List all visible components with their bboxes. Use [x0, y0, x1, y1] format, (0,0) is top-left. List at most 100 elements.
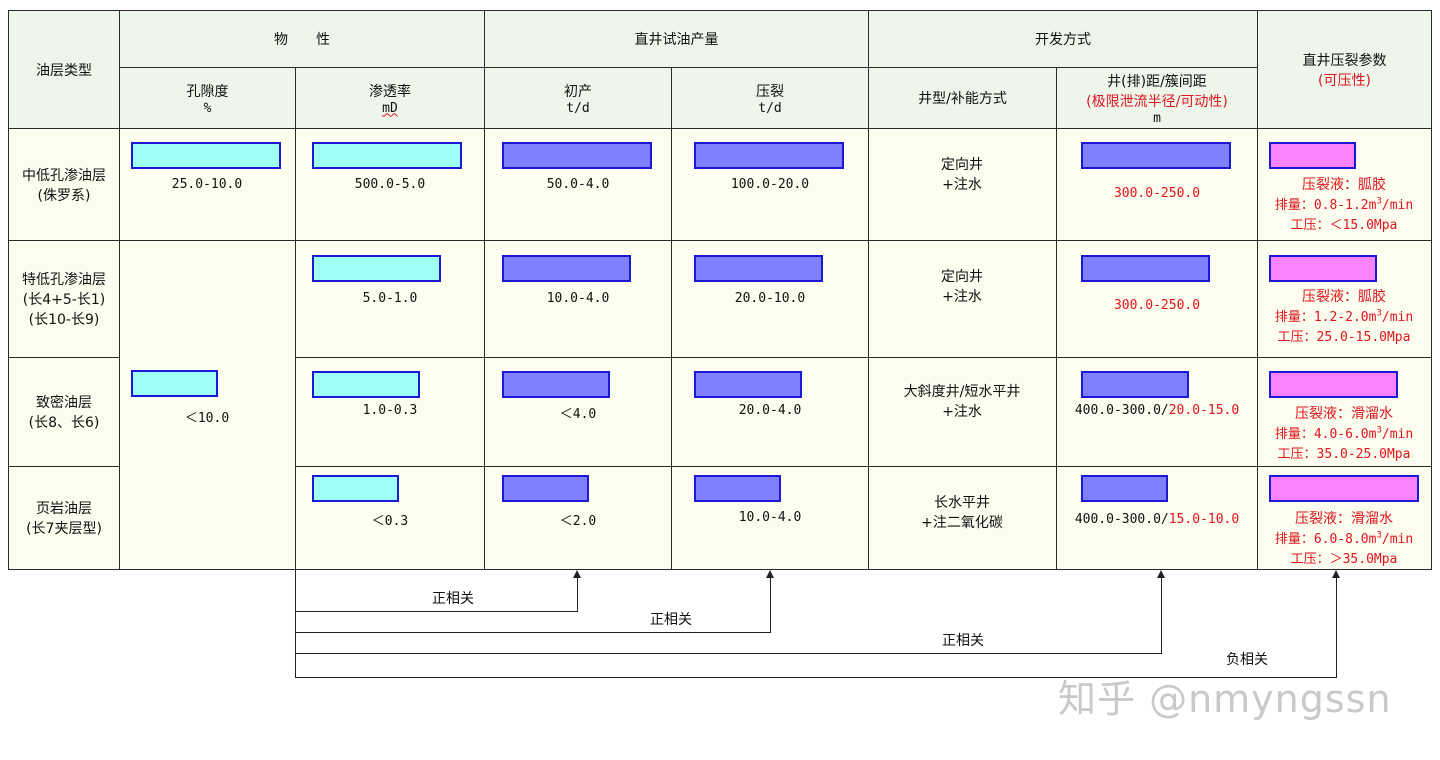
- fractured-production-bar: [694, 371, 802, 398]
- correlation-label: 正相关: [650, 612, 692, 628]
- header-spacing-sub: (极限泄流半径/可动性): [1086, 93, 1228, 110]
- header-permeability-unit: mD: [382, 100, 398, 116]
- permeability-bar: [312, 371, 420, 398]
- permeability-value: 500.0-5.0: [354, 177, 426, 192]
- frac-pressure: 工压：35.0-25.0Mpa: [1277, 447, 1411, 462]
- frac-rate-main: 排量：1.2-2.0m: [1274, 310, 1377, 325]
- frac-fluid: 压裂液：滑溜水: [1295, 511, 1393, 527]
- initial-production-value: 50.0-4.0: [546, 177, 610, 192]
- well-type-line1: 定向井: [941, 269, 983, 285]
- oil-type-cell: 特低孔渗油层 (长4+5-长1) (长10-长9): [8, 240, 120, 358]
- frac-rate: 排量：6.0-8.0m3/min: [1275, 528, 1413, 547]
- arrow-stem-fractured: [770, 574, 771, 633]
- oil-type-line2: (侏罗系): [37, 187, 91, 204]
- initial-production-value: ＜4.0: [559, 407, 597, 422]
- arrow-line-frac: [295, 677, 1337, 678]
- well-cell: [868, 466, 1057, 570]
- spacing-value-black: 400.0-300.0/: [1074, 403, 1169, 418]
- oil-type-cell: 中低孔渗油层 (侏罗系): [8, 128, 120, 241]
- spacing-bar: [1081, 142, 1231, 169]
- spacing-value: 300.0-250.0: [1114, 186, 1200, 201]
- porosity-value: 25.0-10.0: [171, 177, 243, 192]
- header-spacing: 井(排)距/簇间距 (极限泄流半径/可动性) m: [1056, 67, 1258, 129]
- frac-pressure: 工压：＜15.0Mpa: [1290, 218, 1398, 233]
- frac-fluid: 压裂液：胍胶: [1302, 177, 1386, 193]
- permeability-bar: [312, 475, 399, 502]
- frac-rate-unit: /min: [1381, 427, 1414, 442]
- oil-type-line2: (长8、长6): [28, 415, 100, 431]
- watermark: 知乎 @nmyngssn: [1058, 677, 1392, 721]
- frac-fluid: 压裂液：胍胶: [1302, 289, 1386, 305]
- correlation-label: 负相关: [1226, 652, 1268, 668]
- frac-param-bar: [1269, 255, 1377, 282]
- frac-pressure: 工压：＞35.0Mpa: [1290, 552, 1398, 567]
- spacing-bar: [1081, 255, 1210, 282]
- porosity-merged-cell: [119, 240, 296, 570]
- header-initial-label: 初产: [564, 83, 592, 100]
- frac-rate-main: 排量：0.8-1.2m: [1274, 198, 1377, 213]
- arrow-head-fractured: [766, 570, 774, 578]
- frac-fluid: 压裂液：滑溜水: [1295, 406, 1393, 422]
- header-fractured-unit: t/d: [758, 100, 782, 116]
- frac-rate-sup: 3: [1376, 196, 1382, 207]
- frac-param-bar: [1269, 475, 1419, 502]
- header-production: 直井试油产量: [484, 10, 869, 68]
- header-well-type-label: 井型/补能方式: [918, 91, 1007, 107]
- arrow-head-spacing: [1157, 570, 1165, 578]
- oil-type-line3: (长10-长9): [28, 312, 100, 328]
- initial-production-bar: [502, 475, 589, 502]
- spacing-value-red: 20.0-15.0: [1168, 403, 1240, 418]
- initial-production-bar: [502, 142, 652, 169]
- arrow-line-initial: [295, 611, 578, 612]
- header-initial-unit: t/d: [566, 100, 590, 116]
- oil-type-line1: 特低孔渗油层: [22, 272, 106, 288]
- porosity-bar: [131, 142, 281, 169]
- header-physical-label: 物 性: [274, 32, 330, 48]
- frac-rate-main: 排量：4.0-6.0m: [1274, 427, 1377, 442]
- arrow-line-spacing: [295, 653, 1162, 654]
- well-type-line2: +注二氧化碳: [921, 515, 1003, 531]
- header-dev-method: 开发方式: [868, 10, 1258, 68]
- frac-rate: 排量：4.0-6.0m3/min: [1275, 423, 1413, 442]
- frac-rate-unit: /min: [1381, 310, 1414, 325]
- porosity-bar: [131, 370, 218, 397]
- oil-type-cell: 致密油层 (长8、长6): [8, 357, 120, 467]
- header-physical: 物 性: [119, 10, 485, 68]
- well-type-line2: +注水: [942, 404, 982, 420]
- header-permeability-label: 渗透率: [369, 83, 411, 100]
- well-cell: [868, 240, 1057, 358]
- permeability-bar: [312, 142, 462, 169]
- spacing-bar: [1081, 371, 1189, 398]
- header-spacing-label: 井(排)距/簇间距: [1107, 73, 1207, 90]
- header-frac-params-label: 直井压裂参数: [1302, 52, 1387, 69]
- spacing-value: 300.0-250.0: [1114, 298, 1200, 313]
- permeability-value: 5.0-1.0: [362, 291, 418, 306]
- oil-type-line1: 中低孔渗油层: [22, 167, 106, 184]
- arrow-head-initial: [573, 570, 581, 578]
- correlation-trunk: [295, 570, 296, 678]
- correlation-label: 正相关: [432, 591, 474, 607]
- header-oil-type-label: 油层类型: [36, 62, 92, 79]
- header-frac-params-sub: (可压性): [1318, 72, 1371, 89]
- frac-rate-unit: /min: [1381, 532, 1414, 547]
- spacing-bar: [1081, 475, 1168, 502]
- initial-production-value: ＜2.0: [559, 514, 597, 529]
- initial-production-bar: [502, 371, 610, 398]
- well-cell: [868, 357, 1057, 467]
- header-production-label: 直井试油产量: [634, 32, 719, 48]
- oil-type-line2: (长4+5-长1): [22, 292, 106, 308]
- header-spacing-unit: m: [1153, 110, 1161, 126]
- frac-param-bar: [1269, 142, 1356, 169]
- well-type-line1: 大斜度井/短水平井: [903, 384, 1021, 400]
- arrow-line-fractured: [295, 632, 771, 633]
- fractured-production-value: 10.0-4.0: [738, 510, 802, 525]
- oil-type-line1: 页岩油层: [36, 501, 92, 517]
- header-frac-params: 直井压裂参数 (可压性): [1257, 10, 1432, 129]
- well-type-line1: 定向井: [941, 157, 983, 173]
- well-type-line1: 长水平井: [934, 495, 990, 511]
- oil-type-cell: 页岩油层 (长7夹层型): [8, 466, 120, 570]
- arrow-stem-frac: [1336, 574, 1337, 678]
- header-permeability: 渗透率 mD: [295, 67, 485, 129]
- frac-rate-main: 排量：6.0-8.0m: [1274, 532, 1377, 547]
- header-well-type: 井型/补能方式: [868, 67, 1057, 129]
